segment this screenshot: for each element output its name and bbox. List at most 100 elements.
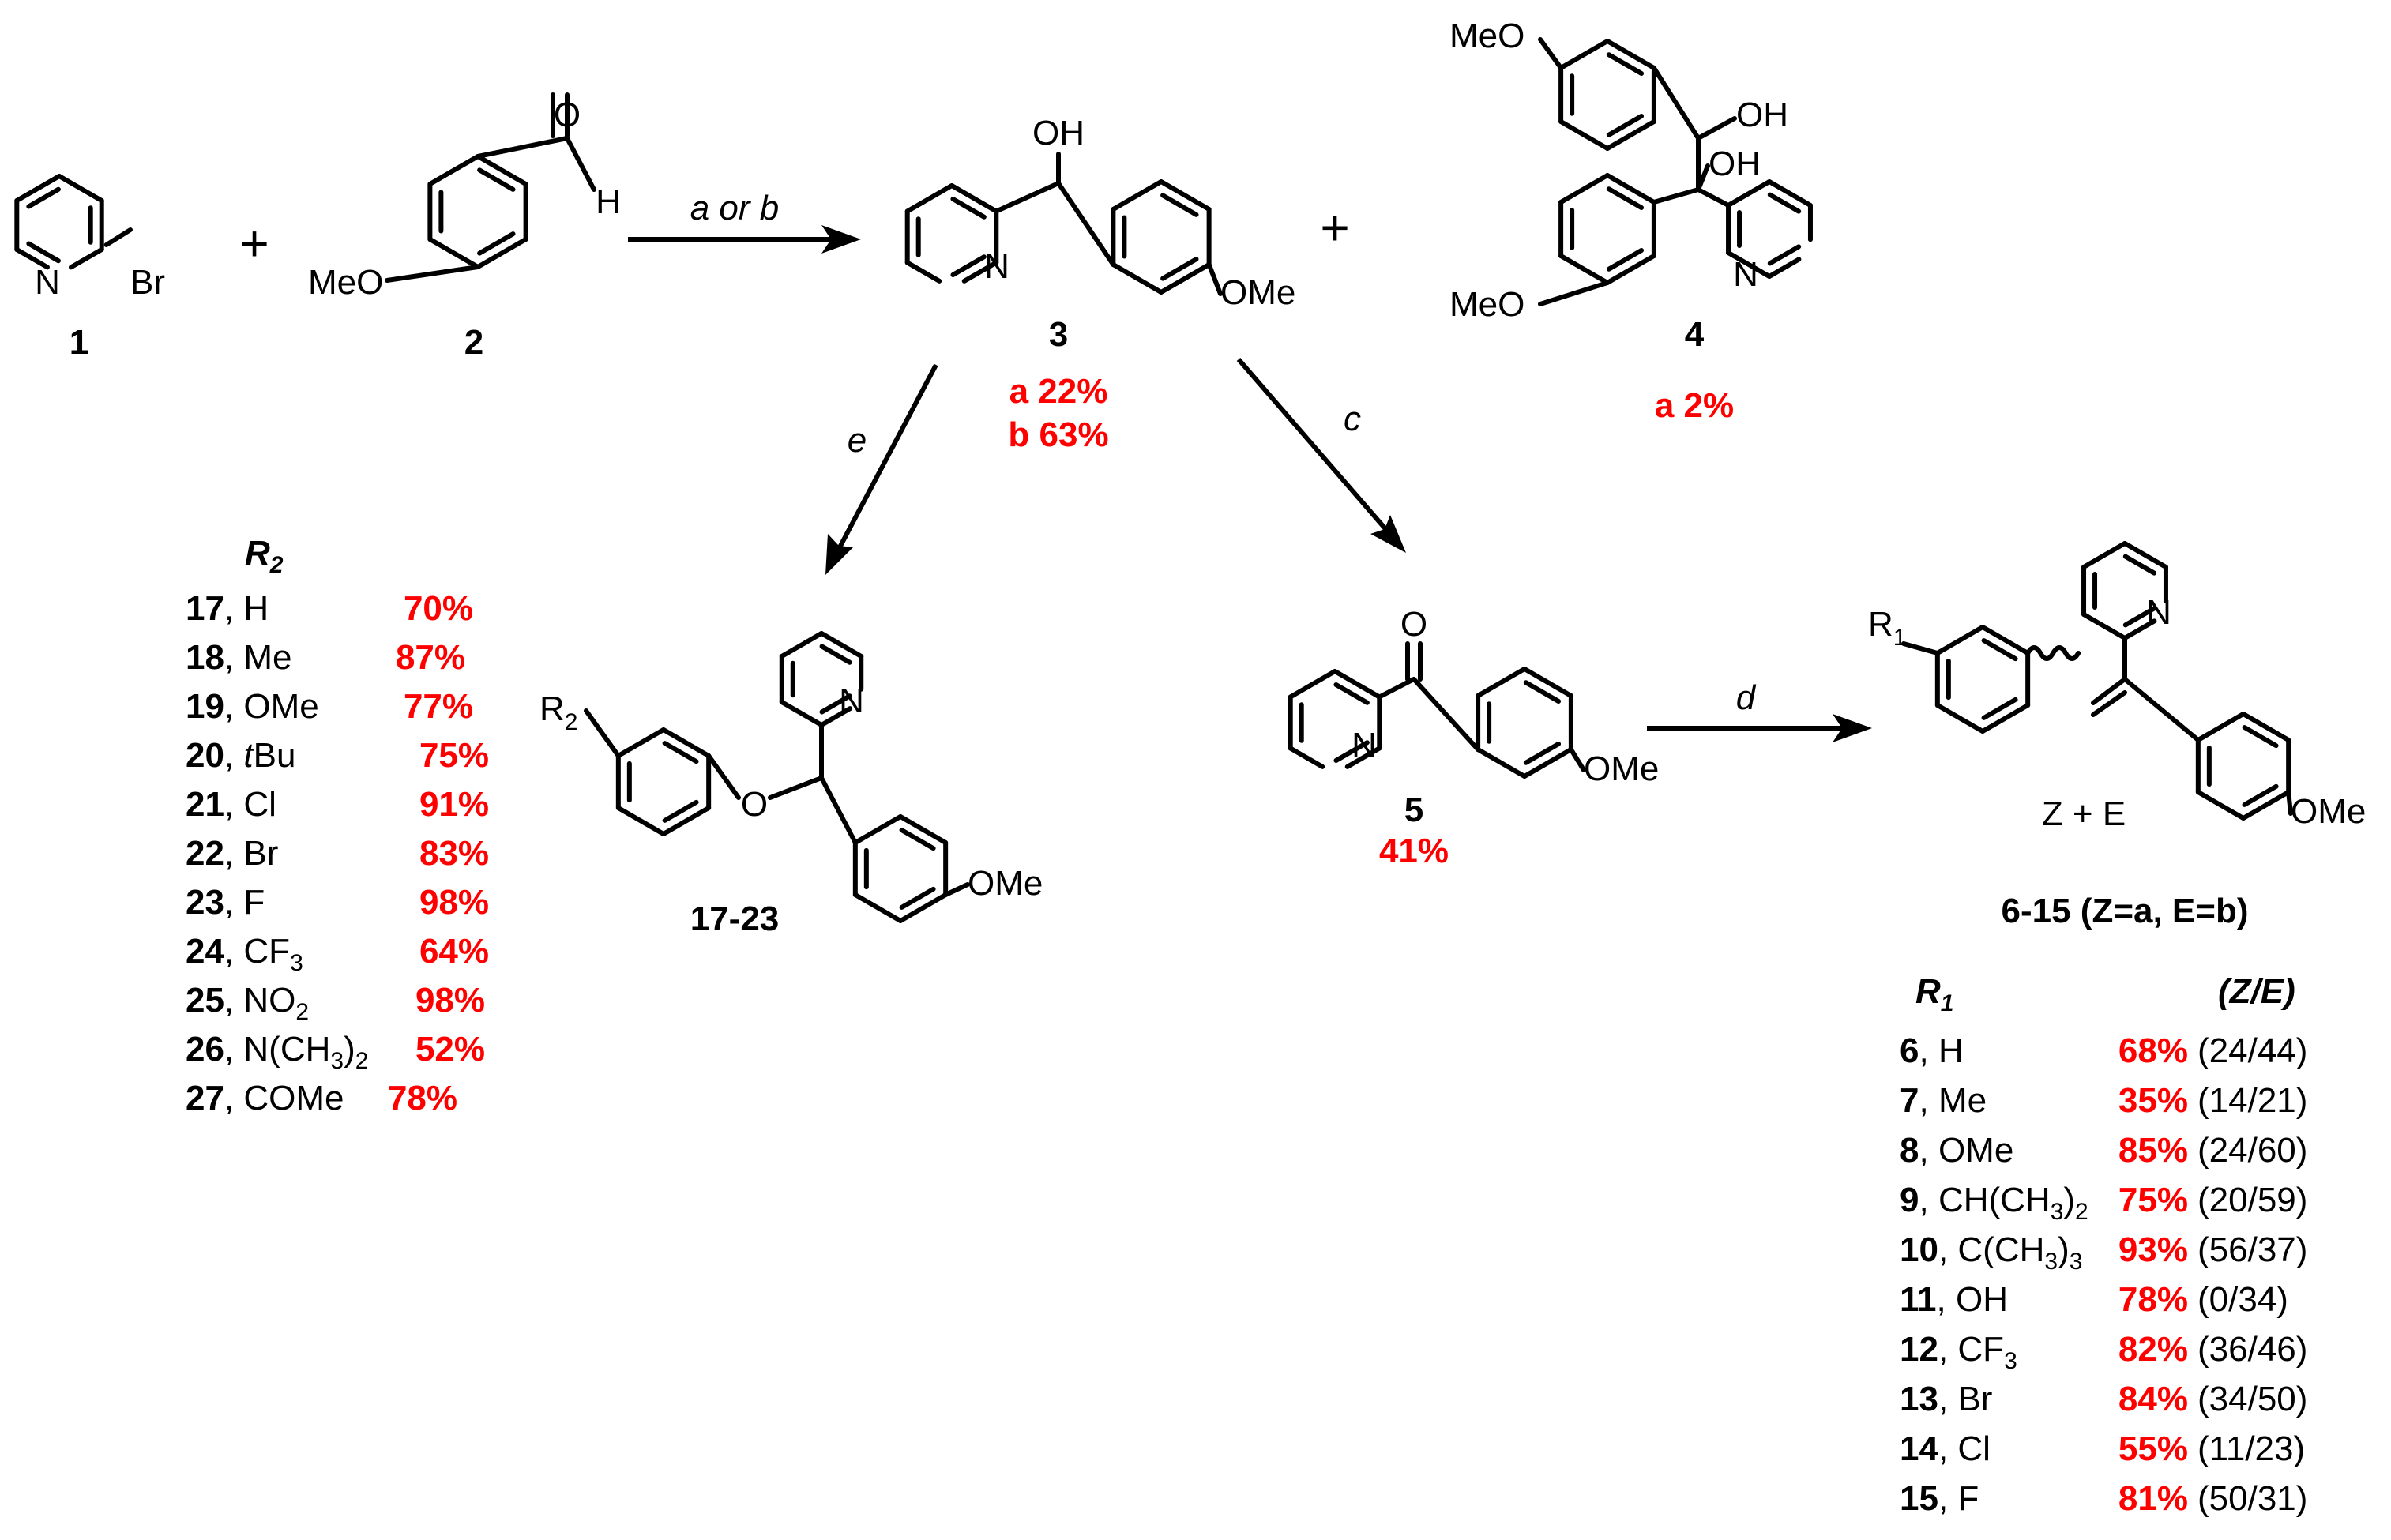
bond bbox=[904, 260, 942, 284]
bond bbox=[1606, 186, 1645, 211]
bond bbox=[615, 727, 666, 758]
r2-row-substituent: 20, tBu bbox=[186, 736, 295, 775]
atom-meo: MeO bbox=[308, 263, 383, 302]
bond bbox=[2122, 541, 2168, 569]
bond bbox=[1606, 52, 1645, 77]
bond bbox=[898, 892, 949, 923]
bond bbox=[2122, 554, 2157, 576]
bond bbox=[661, 727, 712, 758]
compound-5-structure: O N OMe bbox=[1288, 605, 1659, 788]
bond bbox=[2242, 783, 2279, 807]
r2-row-yield: 87% bbox=[396, 638, 465, 677]
bond bbox=[1333, 682, 1370, 705]
r1-row-yield: 81% bbox=[2118, 1479, 2188, 1518]
r1-row-substituent: 7, Me bbox=[1900, 1081, 1987, 1120]
bond bbox=[779, 631, 824, 659]
bond bbox=[1934, 703, 1985, 734]
bond bbox=[1288, 669, 1337, 700]
bond bbox=[943, 882, 970, 897]
r2-row-yield: 64% bbox=[419, 932, 489, 971]
r1-row-yield: 84% bbox=[2118, 1380, 2188, 1418]
bond bbox=[819, 693, 852, 715]
r2-row-substituent: 17, H bbox=[186, 589, 269, 628]
bond bbox=[1605, 254, 1656, 285]
r1-table-title: 6-15 (Z=a, E=b) bbox=[2001, 892, 2248, 930]
arrow-e-label: e bbox=[848, 421, 867, 460]
bond bbox=[819, 706, 853, 727]
r2-row-substituent: 19, OMe bbox=[186, 687, 319, 726]
bond bbox=[1056, 181, 1116, 267]
bond bbox=[779, 700, 824, 727]
bond bbox=[1901, 641, 1940, 655]
r2-row-substituent: 24, CF3 bbox=[186, 932, 303, 976]
bond bbox=[852, 892, 903, 923]
bond bbox=[1111, 262, 1164, 295]
arrow-c bbox=[1236, 358, 1406, 553]
arrow-d bbox=[1647, 714, 1872, 742]
r2-row-yield: 91% bbox=[419, 785, 489, 824]
bond bbox=[477, 231, 516, 256]
r1-header: R1 bbox=[1915, 972, 1953, 1016]
bond bbox=[898, 814, 949, 845]
atom-meo-bottom: MeO bbox=[1449, 285, 1524, 324]
r1-row-ratio: (0/34) bbox=[2197, 1280, 2288, 1319]
r1-row-substituent: 13, Br bbox=[1900, 1380, 1992, 1418]
r2-row-yield: 77% bbox=[404, 687, 473, 726]
bond bbox=[1538, 280, 1610, 306]
bond bbox=[1767, 257, 1802, 279]
bond bbox=[1980, 625, 2031, 655]
bond bbox=[1980, 703, 2031, 734]
wavy-bond bbox=[2025, 645, 2081, 661]
r1-row-ratio: (24/60) bbox=[2197, 1131, 2307, 1170]
bond bbox=[476, 154, 528, 186]
r2-row-yield: 98% bbox=[415, 981, 485, 1020]
bond bbox=[427, 154, 480, 186]
bond bbox=[476, 136, 570, 159]
r1-row-yield: 55% bbox=[2118, 1429, 2188, 1468]
compound-3-structure: OH N OMe bbox=[904, 114, 1295, 312]
r1-row-substituent: 14, Cl bbox=[1900, 1429, 1991, 1468]
bond bbox=[899, 886, 936, 910]
compound-4-label: 4 bbox=[1685, 315, 1705, 354]
bond bbox=[1606, 113, 1645, 137]
r2-row-substituent: 27, COMe bbox=[186, 1079, 344, 1117]
compound-4-yield-a: a 2% bbox=[1655, 386, 1734, 425]
atom-o: O bbox=[554, 96, 581, 134]
bond bbox=[1568, 747, 1586, 772]
bond bbox=[1206, 262, 1223, 296]
compound-6-15-structure: R1 N OMe bbox=[1868, 541, 2366, 831]
bond bbox=[662, 799, 699, 823]
bond bbox=[661, 806, 712, 836]
atom-oh-1: OH bbox=[1736, 96, 1788, 134]
bond bbox=[1605, 173, 1656, 205]
plus-sign-1: + bbox=[239, 215, 269, 272]
r2-row-yield: 78% bbox=[388, 1079, 457, 1117]
arrow-c-label: c bbox=[1344, 400, 1361, 438]
r1-row-yield: 93% bbox=[2118, 1230, 2188, 1269]
bond bbox=[662, 741, 699, 764]
plus-sign-2: + bbox=[1320, 199, 1349, 256]
r2-row-substituent: 22, Br bbox=[186, 834, 278, 873]
bond bbox=[1476, 747, 1527, 779]
bond bbox=[1344, 746, 1382, 769]
bond bbox=[950, 254, 987, 278]
bond bbox=[1558, 254, 1610, 285]
bond bbox=[1538, 37, 1564, 70]
r2-row-substituent: 26, N(CH3)2 bbox=[186, 1030, 368, 1074]
r2-row-substituent: 25, NO2 bbox=[186, 981, 309, 1025]
r2-row-yield: 83% bbox=[419, 834, 489, 873]
bond bbox=[1651, 187, 1701, 205]
bond bbox=[2195, 790, 2246, 821]
arrow-e bbox=[825, 363, 938, 575]
z-plus-e-label: Z + E bbox=[2042, 794, 2126, 833]
r2-row-substituent: 23, F bbox=[186, 883, 265, 922]
r1-row-substituent: 6, H bbox=[1900, 1031, 1964, 1070]
bond bbox=[1605, 39, 1656, 70]
bond bbox=[26, 186, 61, 209]
compound-17-23-label: 17-23 bbox=[690, 900, 780, 938]
arrow-a-or-b bbox=[628, 225, 861, 254]
atom-n: N bbox=[1352, 726, 1377, 764]
atom-o: O bbox=[1400, 605, 1427, 644]
